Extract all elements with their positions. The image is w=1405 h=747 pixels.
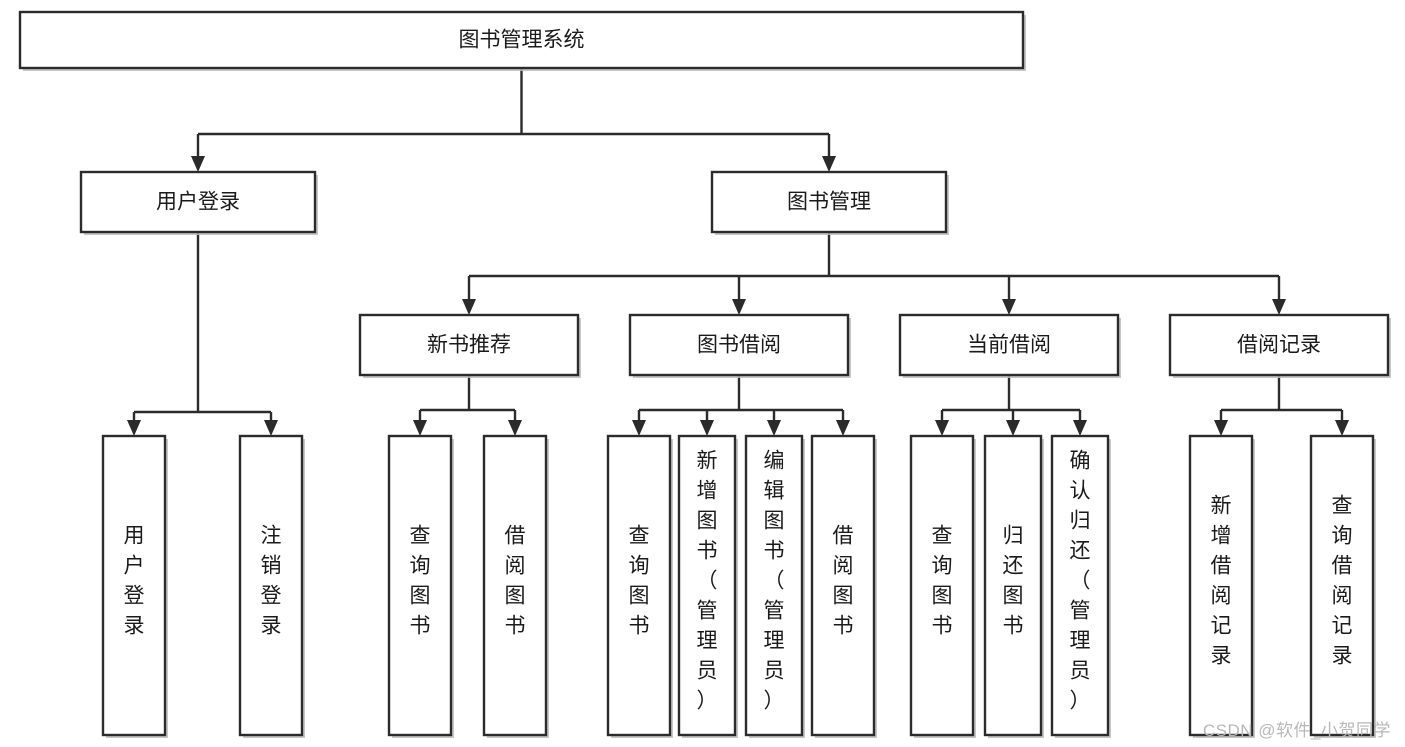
node-label: 注销登录: [261, 525, 282, 638]
node-label: 新增图书（管理员）: [697, 450, 718, 713]
edge-bm-current-borrow-arrowhead: [1002, 299, 1016, 315]
node-label: 查询借阅记录: [1332, 495, 1353, 668]
edge-user-login-leaf-logout-arrowhead: [264, 420, 278, 436]
node-label: 借阅记录: [1237, 334, 1321, 357]
edge-book-borrow-leaf-add-book-admin-arrowhead: [700, 420, 714, 436]
node-label: 确认归还（管理员）: [1070, 450, 1091, 713]
node-leaf-borrow-book-recommend[interactable]: 借阅图书: [482, 434, 549, 738]
node-label: 新增借阅记录: [1211, 495, 1232, 668]
edge-book-borrow-leaf-edit-book-admin-arrowhead: [767, 420, 781, 436]
csdn-watermark: CSDN @软件_小贺同学: [1202, 721, 1391, 740]
node-label: 新书推荐: [427, 334, 511, 357]
edge-current-borrow-leaf-return-book-arrowhead: [1006, 420, 1020, 436]
edge-user-login-leaf-user-login-arrowhead: [127, 420, 141, 436]
node-label: 用户登录: [156, 191, 240, 214]
node-leaf-query-book-borrow[interactable]: 查询图书: [606, 434, 673, 738]
node-user-login[interactable]: 用户登录: [79, 170, 318, 235]
node-leaf-query-book-recommend[interactable]: 查询图书: [387, 434, 454, 738]
node-current-borrow[interactable]: 当前借阅: [898, 313, 1121, 378]
edge-root-user-login-arrowhead: [191, 156, 205, 172]
node-label: 图书借阅: [697, 334, 781, 357]
node-label: 归还图书: [1003, 525, 1024, 638]
node-leaf-borrow-book[interactable]: 借阅图书: [810, 434, 877, 738]
edge-new-book-recommend-leaf-borrow-book-recommend-arrowhead: [508, 420, 522, 436]
node-label: 借阅图书: [833, 525, 854, 638]
connector-layer: [127, 68, 1349, 436]
edge-borrow-records-leaf-query-borrow-record-arrowhead: [1335, 420, 1349, 436]
edge-bm-book-borrow-arrowhead: [732, 299, 746, 315]
node-label: 图书管理: [787, 191, 871, 214]
node-leaf-logout[interactable]: 注销登录: [238, 434, 305, 738]
node-new-book-recommend[interactable]: 新书推荐: [358, 313, 581, 378]
node-label: 当前借阅: [967, 334, 1051, 357]
edge-bm-borrow-records-arrowhead: [1272, 299, 1286, 315]
node-leaf-user-login[interactable]: 用户登录: [101, 434, 168, 738]
node-leaf-add-book-admin[interactable]: 新增图书（管理员）: [677, 434, 738, 738]
node-layer: 图书管理系统用户登录图书管理新书推荐图书借阅当前借阅借阅记录用户登录注销登录查询…: [18, 10, 1391, 738]
edge-root-book-management-arrowhead: [822, 156, 836, 172]
edge-borrow-records-leaf-add-borrow-record-arrowhead: [1214, 420, 1228, 436]
node-label: 图书管理系统: [459, 29, 585, 52]
edge-book-borrow-leaf-query-book-borrow-arrowhead: [632, 420, 646, 436]
node-label: 编辑图书（管理员）: [764, 450, 785, 713]
node-leaf-add-borrow-record[interactable]: 新增借阅记录: [1188, 434, 1255, 738]
node-leaf-return-book[interactable]: 归还图书: [983, 434, 1044, 738]
node-root[interactable]: 图书管理系统: [18, 10, 1026, 71]
edge-current-borrow-leaf-confirm-return-admin-arrowhead: [1073, 420, 1087, 436]
node-label: 查询图书: [410, 525, 431, 638]
edge-bm-new-book-recommend-arrowhead: [462, 299, 476, 315]
edge-new-book-recommend-leaf-query-book-recommend-arrowhead: [413, 420, 427, 436]
node-leaf-confirm-return-admin[interactable]: 确认归还（管理员）: [1050, 434, 1111, 738]
node-book-management[interactable]: 图书管理: [710, 170, 949, 235]
node-leaf-query-borrow-record[interactable]: 查询借阅记录: [1309, 434, 1376, 738]
node-label: 查询图书: [629, 525, 650, 638]
node-label: 借阅图书: [505, 525, 526, 638]
node-leaf-edit-book-admin[interactable]: 编辑图书（管理员）: [744, 434, 805, 738]
edge-current-borrow-leaf-query-book-current-arrowhead: [935, 420, 949, 436]
node-leaf-query-book-current[interactable]: 查询图书: [909, 434, 976, 738]
node-label: 查询图书: [932, 525, 953, 638]
node-book-borrow[interactable]: 图书借阅: [628, 313, 851, 378]
node-label: 用户登录: [124, 525, 145, 638]
node-borrow-records[interactable]: 借阅记录: [1168, 313, 1391, 378]
edge-book-borrow-leaf-borrow-book-arrowhead: [836, 420, 850, 436]
